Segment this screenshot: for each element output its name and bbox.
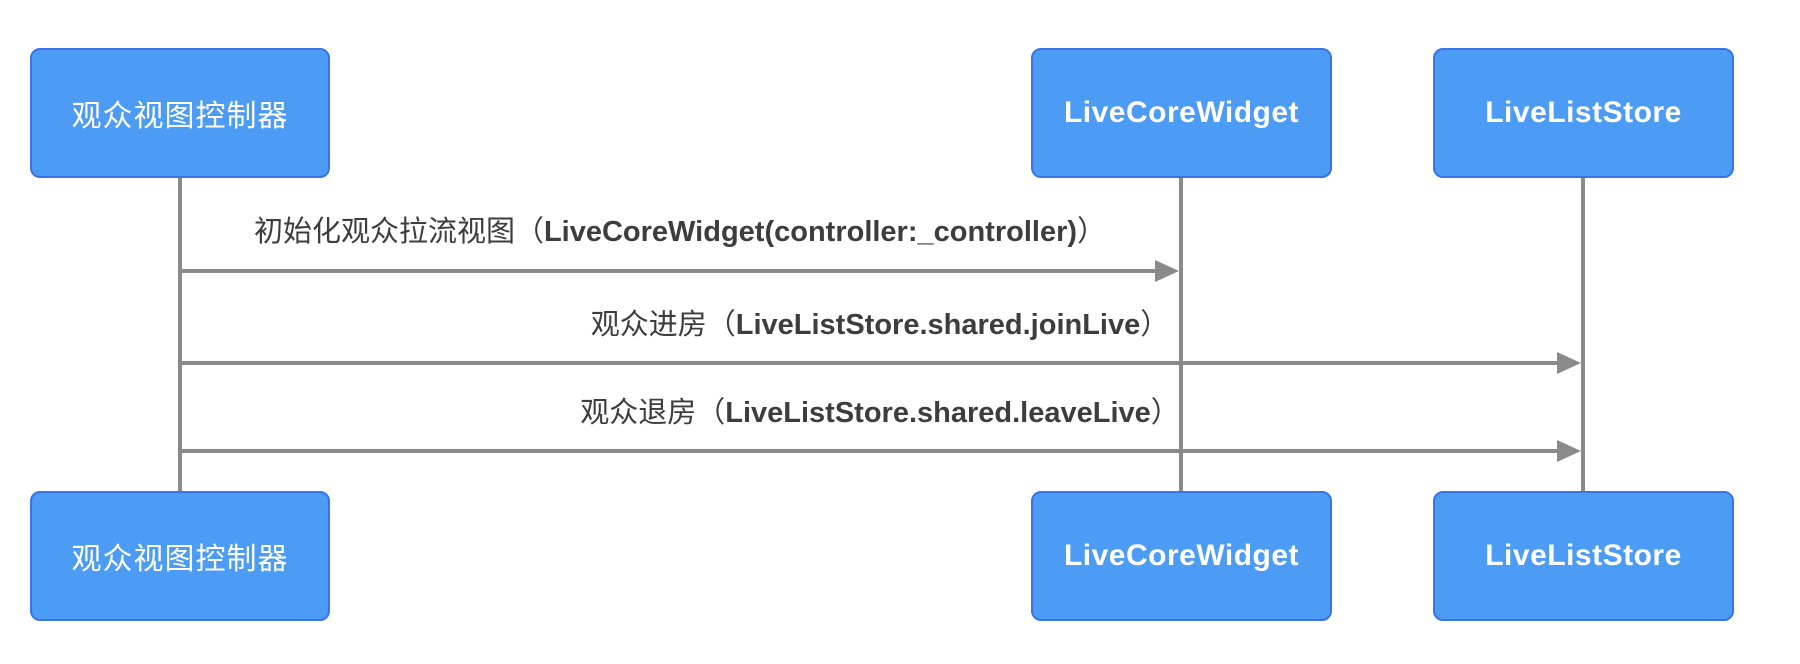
- actor-label: LiveListStore: [1485, 96, 1682, 129]
- message-code: LiveListStore.shared.joinLive: [735, 309, 1141, 341]
- actor-bottom-live-list-store: LiveListStore: [1433, 491, 1734, 621]
- message-label-join-live: 观众进房（LiveListStore.shared.joinLive）: [180, 304, 1580, 346]
- actor-top-viewer-controller: 观众视图控制器: [30, 48, 330, 178]
- actor-top-live-list-store: LiveListStore: [1433, 48, 1734, 178]
- message-text: ）: [1150, 397, 1180, 429]
- message-text: ）: [1077, 216, 1107, 248]
- message-code: LiveCoreWidget(controller:_controller): [543, 216, 1078, 248]
- lifeline-viewer-controller: [178, 177, 182, 493]
- arrow-join-live: [180, 361, 1557, 365]
- lifeline-live-core-widget: [1179, 177, 1183, 493]
- message-text: ）: [1140, 309, 1170, 341]
- actor-label: LiveCoreWidget: [1063, 539, 1300, 572]
- actor-bottom-live-core-widget: LiveCoreWidget: [1031, 491, 1332, 621]
- actor-top-live-core-widget: LiveCoreWidget: [1031, 48, 1332, 178]
- actor-label: LiveCoreWidget: [1063, 96, 1300, 129]
- message-text: 观众进房（: [590, 309, 736, 341]
- arrow-init-view: [180, 269, 1155, 273]
- arrow-leave-live: [180, 449, 1557, 453]
- arrowhead-join-live: [1557, 352, 1581, 374]
- message-text: 初始化观众拉流视图（: [253, 216, 544, 248]
- message-label-leave-live: 观众退房（LiveListStore.shared.leaveLive）: [180, 392, 1580, 434]
- arrowhead-init-view: [1155, 260, 1179, 282]
- actor-label: 观众视图控制器: [71, 100, 289, 133]
- actor-bottom-viewer-controller: 观众视图控制器: [30, 491, 330, 621]
- message-label-init-view: 初始化观众拉流视图（LiveCoreWidget(controller:_con…: [180, 211, 1180, 253]
- actor-label: LiveListStore: [1485, 539, 1682, 572]
- message-text: 观众退房（: [580, 397, 726, 429]
- lifeline-live-list-store: [1581, 177, 1585, 493]
- arrowhead-leave-live: [1557, 440, 1581, 462]
- actor-label: 观众视图控制器: [71, 543, 289, 576]
- message-code: LiveListStore.shared.leaveLive: [725, 397, 1151, 429]
